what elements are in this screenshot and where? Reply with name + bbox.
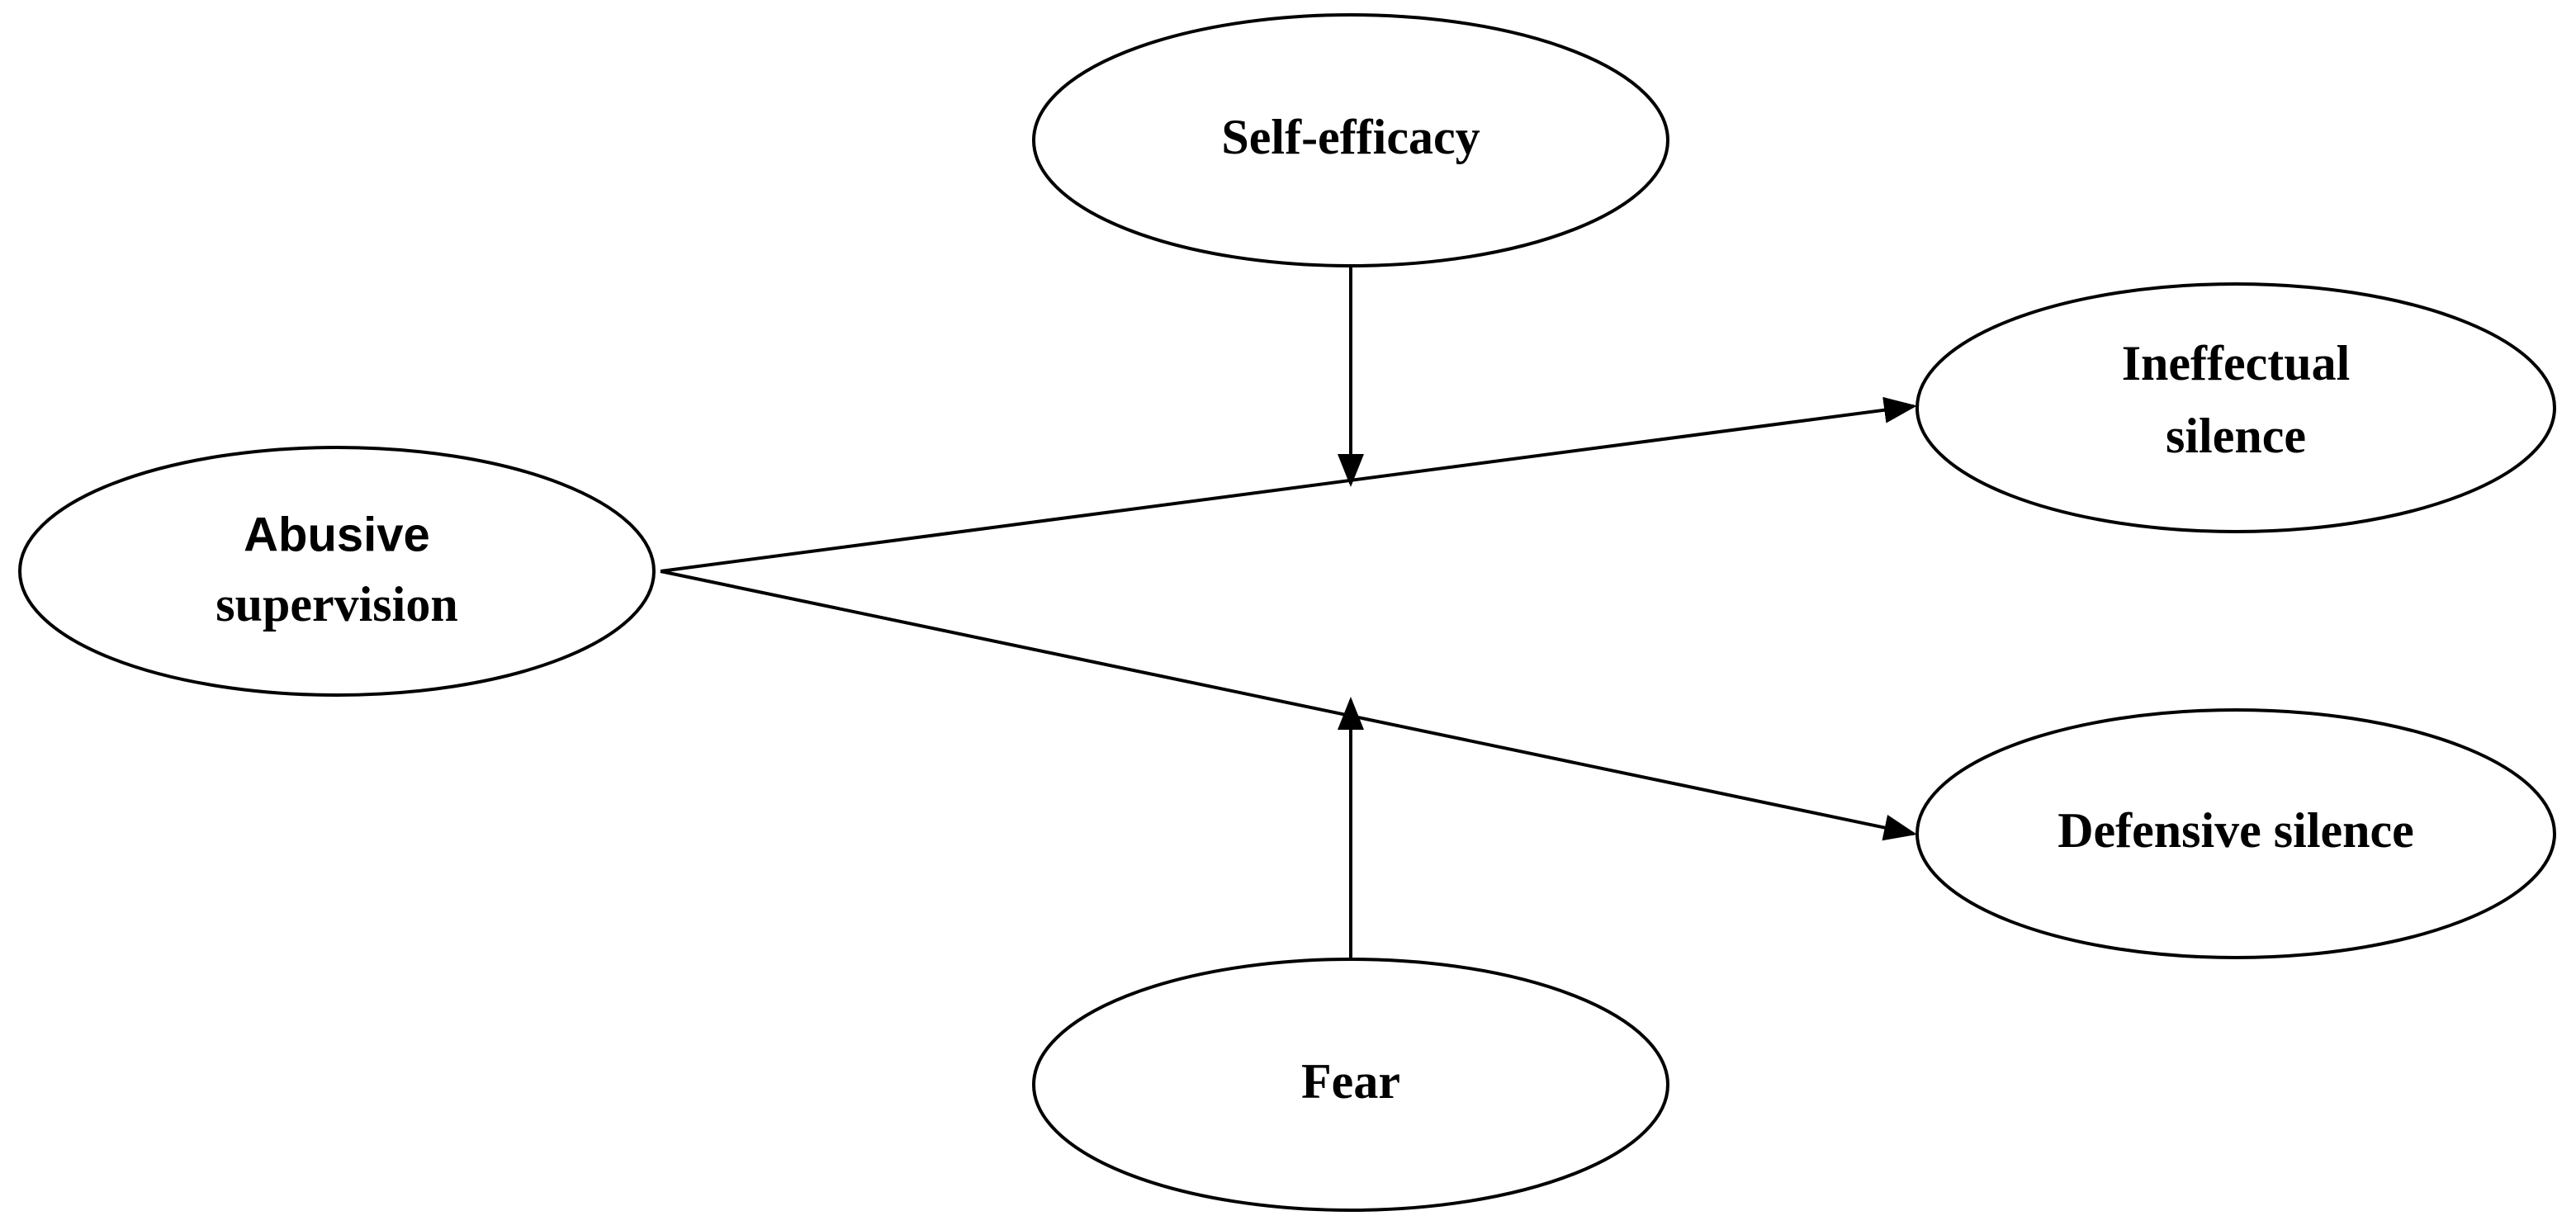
node-self-efficacy-label: Self-efficacy: [1221, 110, 1480, 164]
node-fear: Fear: [1032, 958, 1669, 1212]
node-abusive-supervision-label-line-2: supervision: [215, 577, 457, 632]
node-defensive-silence-label: Defensive silence: [2057, 803, 2414, 858]
node-fear-label: Fear: [1301, 1054, 1400, 1109]
node-ineffectual-silence: Ineffectual silence: [1915, 282, 2556, 533]
node-self-efficacy: Self-efficacy: [1032, 13, 1669, 267]
node-ineffectual-silence-label-line-2: silence: [2166, 409, 2306, 463]
edge-abusive-to-ineffectual: [660, 396, 1917, 573]
node-defensive-silence: Defensive silence: [1915, 708, 2556, 959]
node-abusive-supervision-label-line-1: Abusive: [244, 508, 430, 561]
node-ineffectual-silence-label-line-1: Ineffectual: [2122, 336, 2351, 390]
edge-abusive-to-defensive: [660, 570, 1917, 841]
node-abusive-supervision: Abusive supervision: [18, 446, 656, 697]
